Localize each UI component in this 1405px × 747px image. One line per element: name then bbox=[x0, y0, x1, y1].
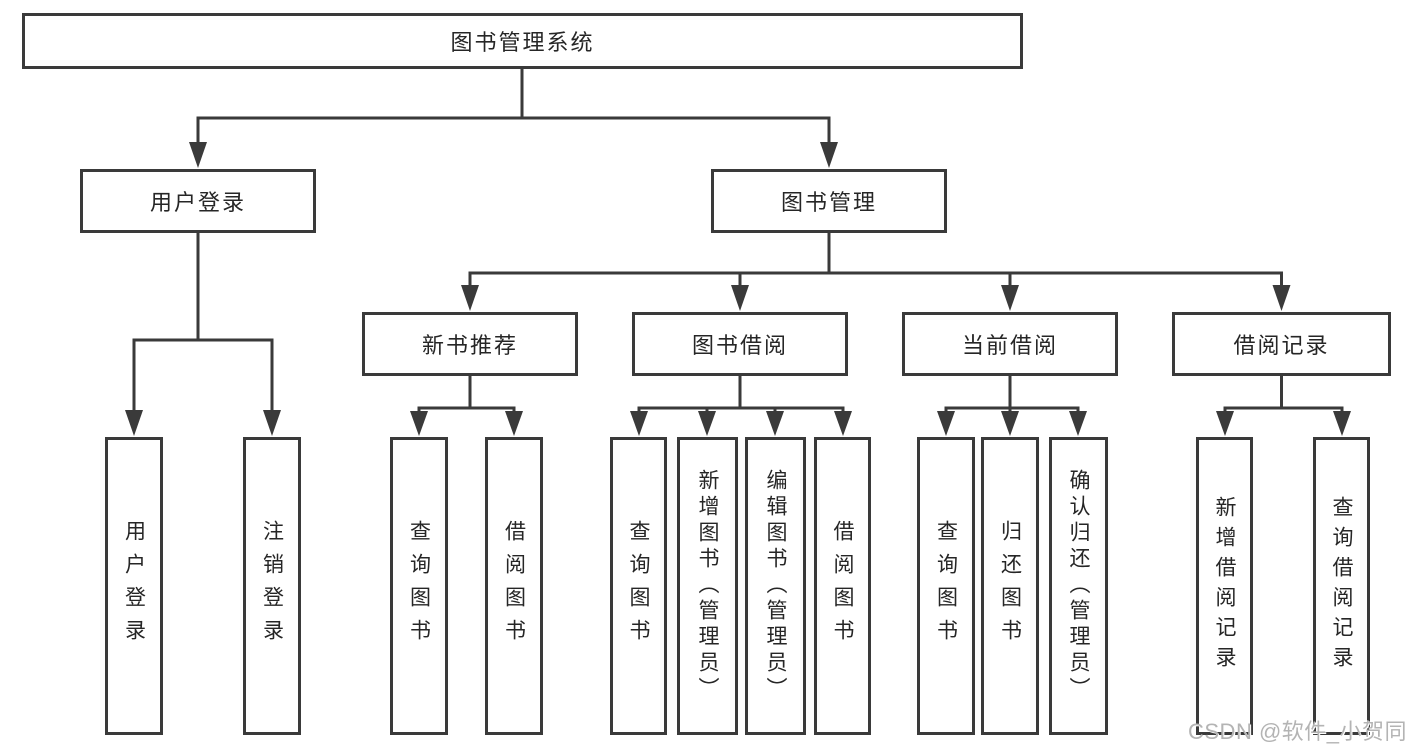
leaf-edit-books-admin: 编辑图书（管理员） bbox=[745, 437, 806, 735]
arrowhead-borrow-books bbox=[834, 411, 852, 436]
node-book-borrow-label: 图书借阅 bbox=[691, 333, 788, 358]
leaf-borrow-books-label: 借阅图书 bbox=[831, 520, 854, 652]
node-user-login-label: 用户登录 bbox=[149, 190, 246, 215]
leaf-add-books-admin-label: 新增图书（管理员） bbox=[696, 469, 719, 703]
arrowhead-confirm-return bbox=[1069, 411, 1087, 436]
leaf-add-borrow-record: 新增借阅记录 bbox=[1196, 437, 1253, 735]
arrowhead-book-management bbox=[820, 142, 838, 168]
leaf-user-login-label: 用户登录 bbox=[122, 520, 146, 652]
node-book-management: 图书管理 bbox=[711, 169, 947, 233]
arrowhead-current-borrow bbox=[1001, 285, 1019, 311]
leaf-search-books-borrow: 查询图书 bbox=[610, 437, 667, 735]
leaf-edit-books-admin-label: 编辑图书（管理员） bbox=[764, 469, 787, 703]
node-new-book-recommend: 新书推荐 bbox=[362, 312, 578, 376]
leaf-search-borrow-record: 查询借阅记录 bbox=[1313, 437, 1370, 735]
leaf-search-books-current-label: 查询图书 bbox=[934, 520, 958, 652]
watermark: CSDN @软件_小贺同学 bbox=[1188, 719, 1405, 744]
leaf-return-books: 归还图书 bbox=[981, 437, 1039, 735]
arrowhead-edit-books bbox=[766, 411, 784, 436]
node-borrow-records-label: 借阅记录 bbox=[1233, 333, 1330, 358]
leaf-borrow-books-recommend-label: 借阅图书 bbox=[502, 520, 526, 652]
connector-records-children bbox=[1223, 376, 1344, 414]
leaf-logout-label: 注销登录 bbox=[260, 520, 284, 652]
node-new-book-recommend-label: 新书推荐 bbox=[421, 333, 518, 358]
arrowhead-new-book bbox=[461, 285, 479, 311]
leaf-return-books-label: 归还图书 bbox=[998, 520, 1022, 652]
connector-current-children bbox=[944, 376, 1080, 414]
node-current-borrow-label: 当前借阅 bbox=[961, 333, 1058, 358]
leaf-search-books-borrow-label: 查询图书 bbox=[627, 520, 650, 652]
node-book-management-label: 图书管理 bbox=[780, 190, 877, 215]
arrowhead-borrow-books-recommend bbox=[505, 411, 523, 436]
arrowhead-borrow-records bbox=[1272, 285, 1291, 311]
arrowhead-leaf-user-login bbox=[125, 410, 143, 436]
leaf-add-books-admin: 新增图书（管理员） bbox=[677, 437, 738, 735]
connector-management-to-level3 bbox=[468, 233, 1283, 287]
leaf-borrow-books: 借阅图书 bbox=[814, 437, 871, 735]
arrowhead-search-books-borrow bbox=[630, 411, 648, 436]
arrowhead-add-books bbox=[698, 411, 716, 436]
connector-borrow-children bbox=[637, 376, 845, 414]
arrowhead-search-books-current bbox=[937, 411, 955, 436]
node-root-label: 图书管理系统 bbox=[450, 30, 595, 55]
connector-login-children bbox=[132, 233, 274, 412]
leaf-borrow-books-recommend: 借阅图书 bbox=[485, 437, 543, 735]
node-borrow-records: 借阅记录 bbox=[1172, 312, 1391, 376]
leaf-user-login: 用户登录 bbox=[105, 437, 163, 735]
connector-root-to-level2 bbox=[196, 69, 831, 144]
leaf-search-books-recommend: 查询图书 bbox=[390, 437, 448, 735]
node-user-login: 用户登录 bbox=[80, 169, 316, 233]
leaf-search-books-recommend-label: 查询图书 bbox=[407, 520, 431, 652]
arrowhead-book-borrow bbox=[731, 285, 749, 311]
arrowhead-leaf-logout bbox=[263, 410, 281, 436]
leaf-search-books-current: 查询图书 bbox=[917, 437, 975, 735]
leaf-confirm-return-admin-label: 确认归还（管理员） bbox=[1067, 469, 1090, 703]
arrowhead-user-login bbox=[189, 142, 207, 168]
leaf-add-borrow-record-label: 新增借阅记录 bbox=[1213, 496, 1236, 676]
node-book-borrow: 图书借阅 bbox=[632, 312, 848, 376]
node-root: 图书管理系统 bbox=[22, 13, 1023, 69]
connector-recommend-children bbox=[417, 376, 516, 414]
arrowhead-add-borrow-record bbox=[1216, 411, 1234, 436]
leaf-logout: 注销登录 bbox=[243, 437, 301, 735]
leaf-confirm-return-admin: 确认归还（管理员） bbox=[1049, 437, 1108, 735]
node-current-borrow: 当前借阅 bbox=[902, 312, 1118, 376]
arrowhead-search-borrow-record bbox=[1333, 411, 1351, 436]
leaf-search-borrow-record-label: 查询借阅记录 bbox=[1330, 496, 1353, 676]
arrowhead-return-books bbox=[1001, 411, 1019, 436]
arrowhead-search-books-recommend bbox=[410, 411, 428, 436]
